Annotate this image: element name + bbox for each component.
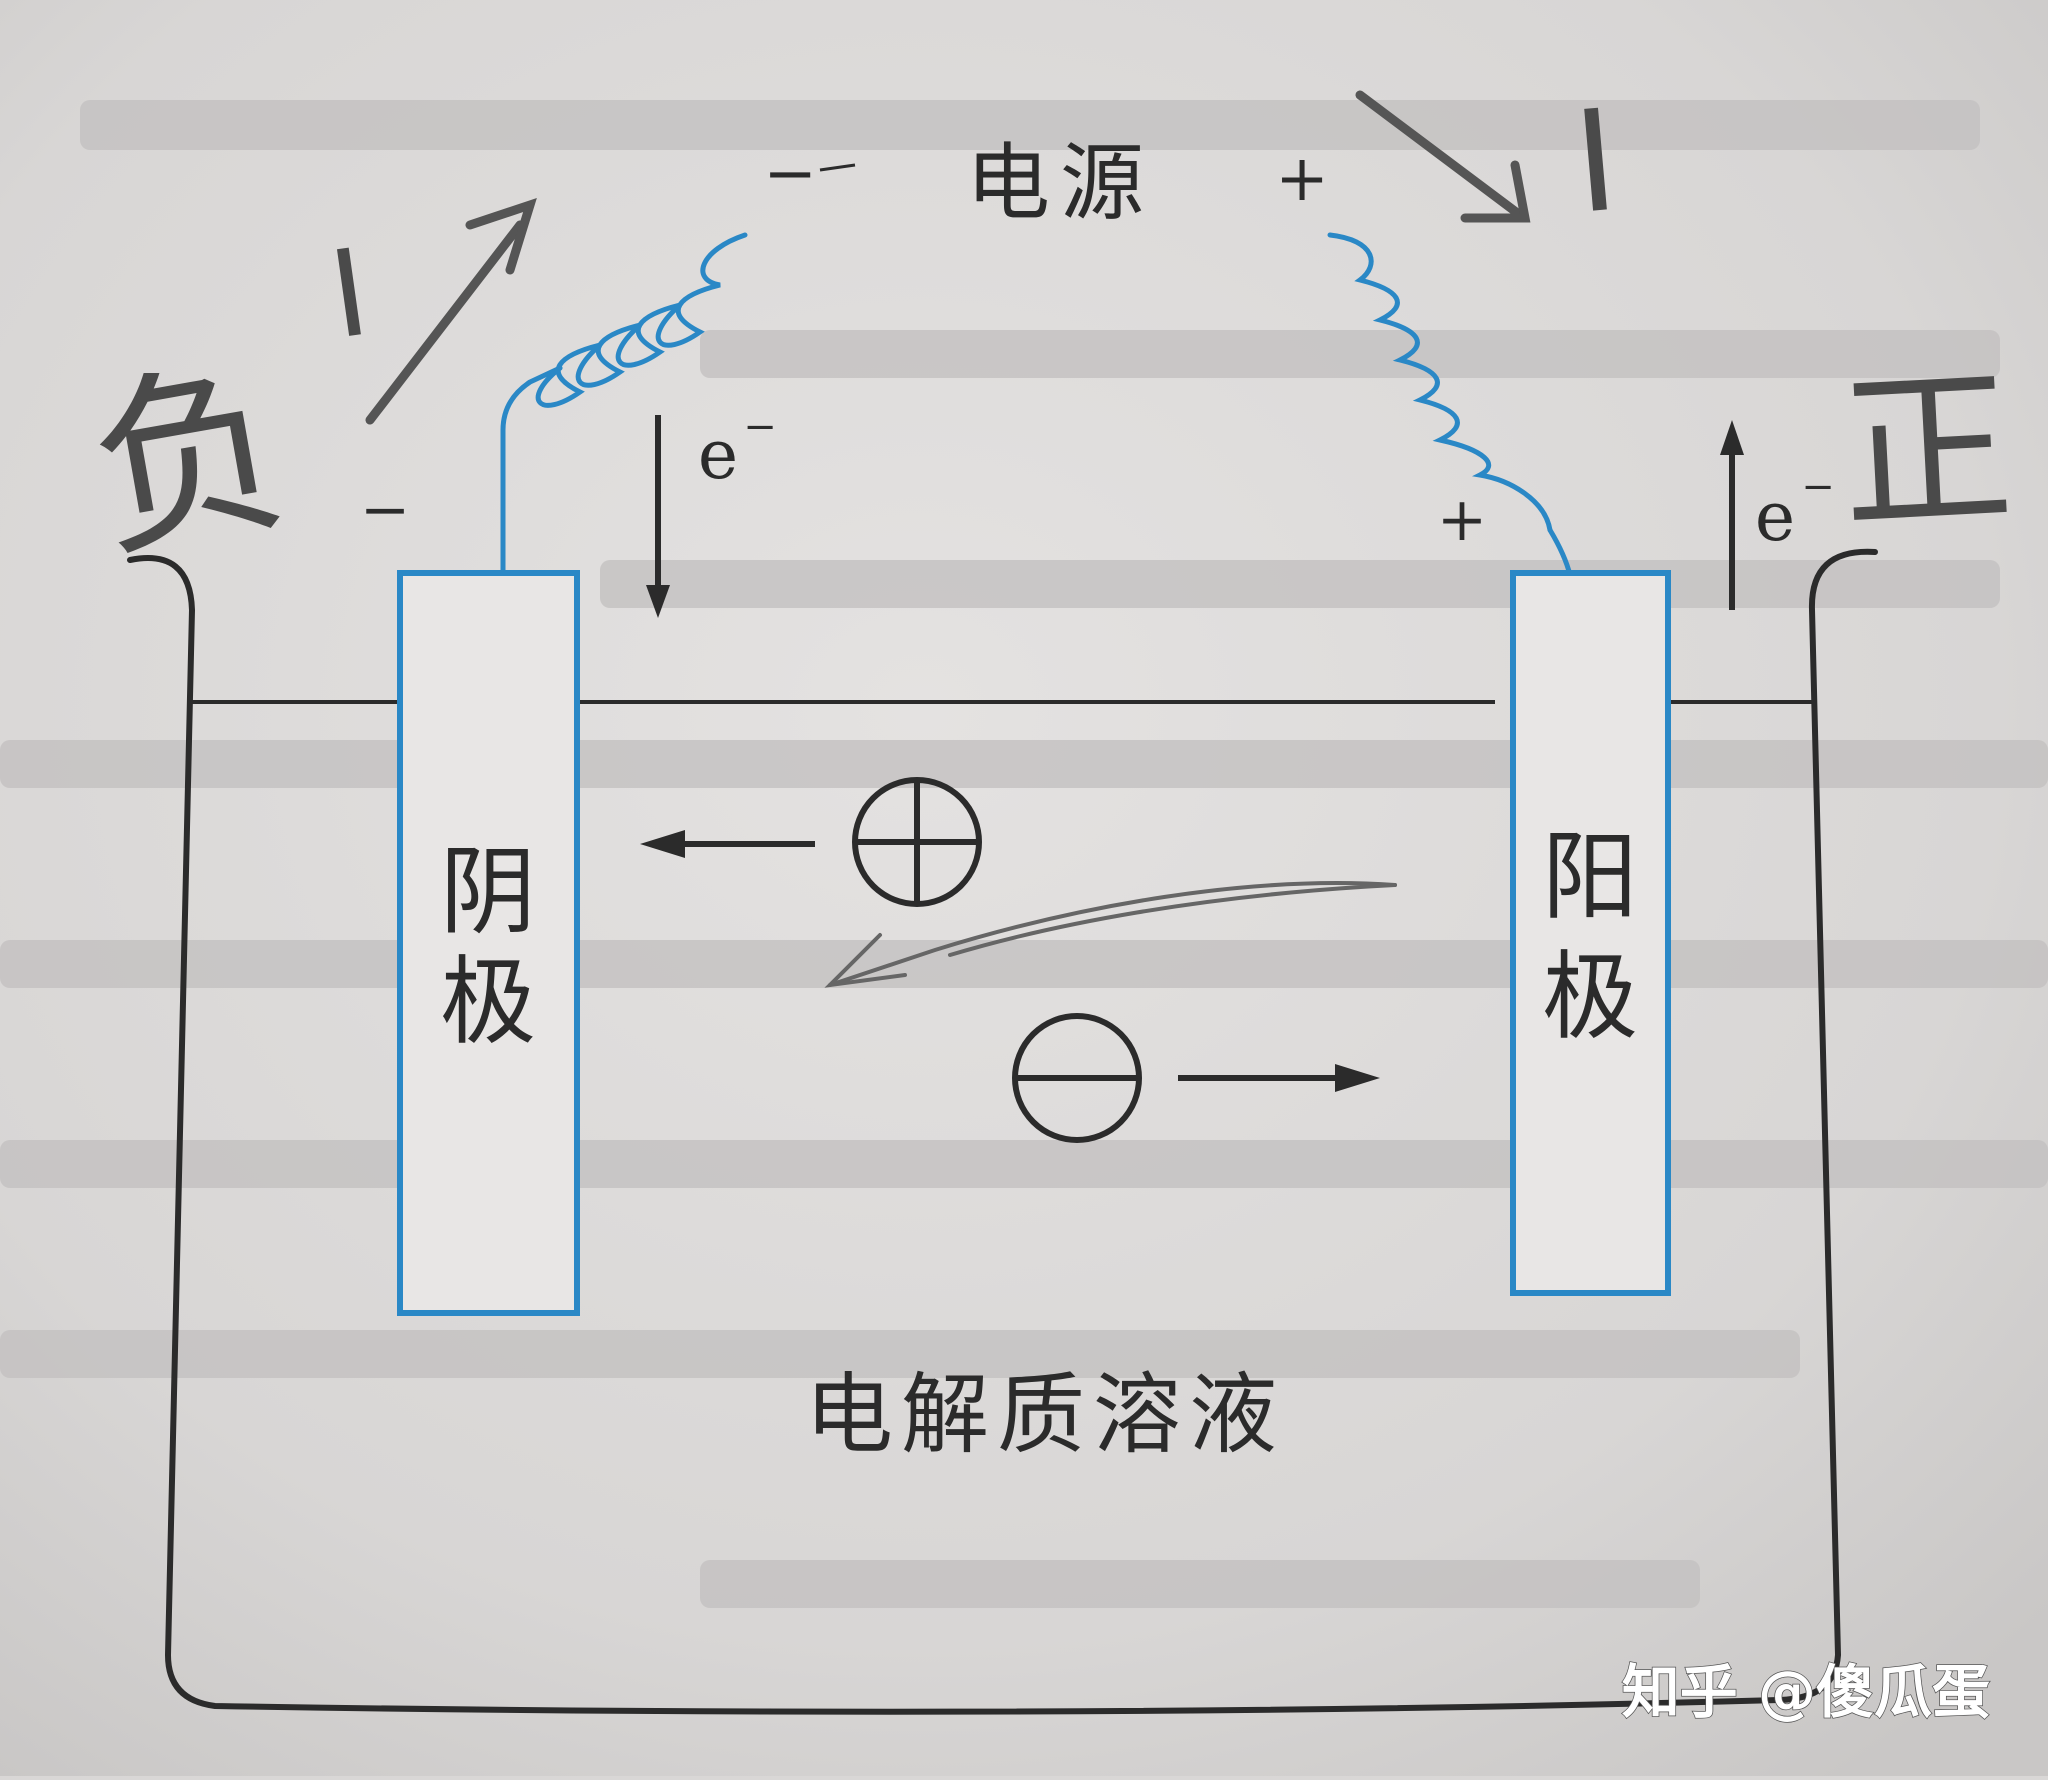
anode-label-top: 阳 (1542, 821, 1638, 933)
cathode-electrode (397, 570, 580, 1316)
beaker-outline (127, 548, 1878, 1715)
pencil-current-arrow-right (1355, 90, 1531, 223)
handwriting-left-pole: 负 (76, 335, 302, 586)
power-source-label: 电源 (966, 134, 1154, 232)
anode-electrode (1510, 570, 1671, 1296)
left-electron-arrow (646, 415, 670, 618)
cation-arrow (640, 830, 815, 858)
power-source-pos-sign: + (1275, 142, 1329, 216)
power-source-neg-dash (819, 163, 856, 172)
left-electron-label: e (698, 416, 738, 495)
pencil-current-arrow-left (365, 197, 537, 425)
anode-label-bottom: 极 (1542, 941, 1638, 1053)
left-wire (500, 232, 748, 573)
power-source-neg-sign: − (763, 137, 817, 211)
left-electron-charge: − (743, 404, 777, 450)
right-electron-label: e (1755, 478, 1795, 557)
anion-symbol (1012, 1013, 1142, 1143)
pencil-scribble-arrow (824, 881, 1397, 988)
right-electron-charge: − (1801, 464, 1835, 510)
cathode-label-bottom: 极 (440, 946, 536, 1058)
cation-symbol (852, 777, 982, 907)
anion-arrow (1178, 1064, 1380, 1092)
cathode-label-top: 阴 (440, 836, 536, 948)
anode-sign: + (1437, 485, 1487, 555)
right-electron-arrow (1720, 420, 1744, 610)
watermark: 知乎 @傻瓜蛋 (1622, 1658, 1990, 1726)
handwriting-right-pole: 正 (1837, 349, 2017, 556)
cathode-sign: − (360, 475, 410, 545)
solution-label: 电解质溶液 (805, 1363, 1285, 1466)
